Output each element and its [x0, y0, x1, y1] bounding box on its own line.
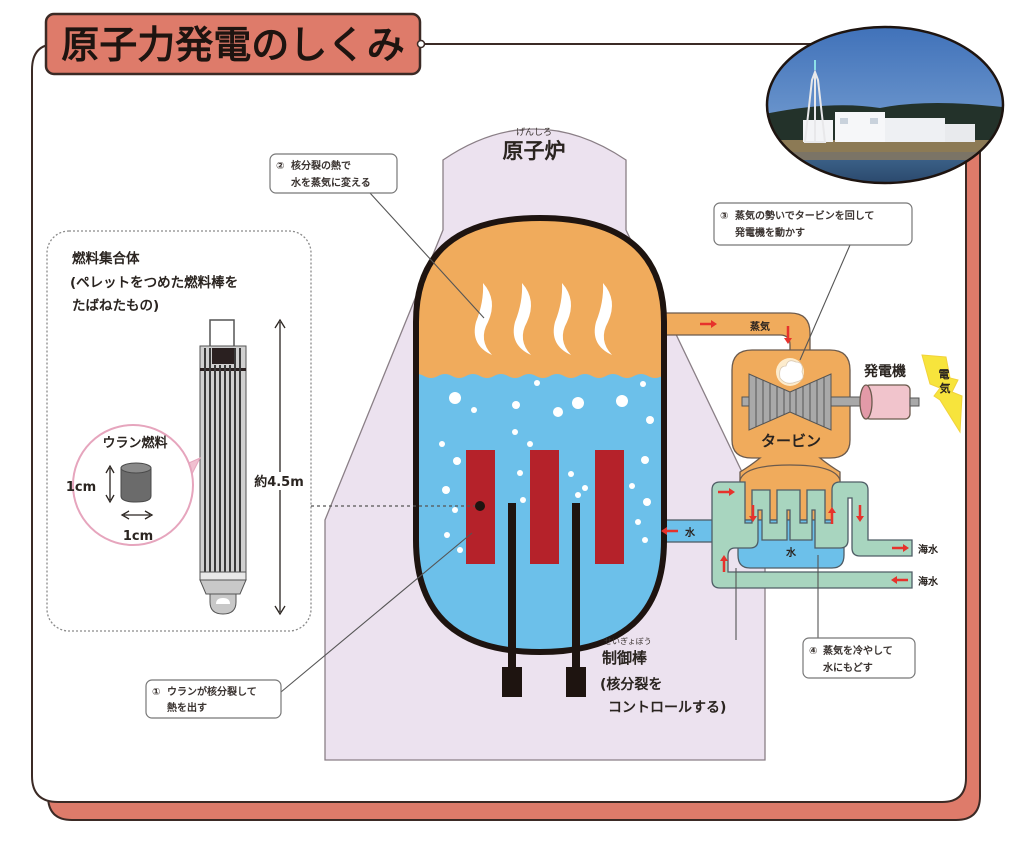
- callout-3-line-1: 蒸気の勢いでタービンを回して: [735, 209, 874, 222]
- control-rods-label-group: せいぎょぼう 制御棒 (核分裂を コントロールする): [600, 636, 726, 716]
- uranium-fuel-title: ウラン燃料: [102, 435, 167, 451]
- length-dimension: [274, 318, 286, 616]
- turbine-label: タービン: [761, 432, 821, 450]
- photo-frame: [765, 25, 1005, 185]
- steam-wisp-icon: [594, 283, 612, 355]
- callout-4-line-1: 蒸気を冷やして: [823, 644, 893, 657]
- arrow-right-icon: [718, 488, 735, 496]
- seawater-in-label: 海水: [918, 575, 939, 588]
- generator-label: 発電機: [863, 363, 906, 380]
- fuel-assembly-subtitle-line-2: たばねたもの): [72, 298, 159, 314]
- callout-leaders: [280, 192, 851, 693]
- water-bubbles: [439, 380, 654, 553]
- callout-1: ① ウランが核分裂して 熱を出す: [145, 679, 282, 719]
- steam-wisp-icon: [513, 283, 531, 355]
- arrow-left-icon: [661, 527, 678, 535]
- arrow-up-icon: [828, 507, 836, 524]
- callout-4-number: ④: [809, 646, 817, 657]
- uranium-fuel-height: 1cm: [66, 480, 96, 495]
- title-banner: 原子力発電のしくみ: [44, 12, 426, 76]
- callout-3: ③ 蒸気の勢いでタービンを回して 発電機を動かす: [713, 202, 913, 246]
- arrow-right-icon: [700, 320, 717, 328]
- pressure-vessel: [413, 214, 667, 656]
- electricity-label-char-2: 気: [940, 381, 951, 395]
- fuel-rod: [530, 450, 559, 564]
- callout-4: ④ 蒸気を冷やして 水にもどす: [802, 637, 916, 679]
- arrow-right-icon: [892, 544, 909, 552]
- generator: [859, 384, 920, 420]
- callout-4-line-2: 水にもどす: [822, 661, 873, 674]
- callout-2-line-1: 核分裂の熱で: [291, 159, 351, 172]
- lightning-icon: [921, 354, 963, 434]
- seawater-loop: [711, 481, 913, 589]
- control-rod-base: [566, 667, 586, 697]
- arrow-down-icon: [856, 505, 864, 522]
- reactor-label-group: げんしろ 原子炉: [503, 127, 566, 163]
- electricity-bolt: 電 気: [921, 354, 963, 434]
- fuel-rod: [595, 450, 624, 564]
- electricity-label-char-1: 電: [939, 368, 950, 381]
- control-rod-base: [502, 667, 522, 697]
- control-rod: [572, 503, 580, 667]
- steam-flow-label: 蒸気: [750, 320, 770, 333]
- control-rods: [502, 503, 586, 697]
- turbine-blades: [748, 373, 832, 431]
- water-return-label: 水: [684, 526, 696, 539]
- uranium-fuel-width: 1cm: [123, 529, 153, 544]
- callout-2-line-2: 水を蒸気に変える: [290, 176, 371, 189]
- page-title: 原子力発電のしくみ: [61, 23, 405, 67]
- reactor-label: 原子炉: [503, 139, 566, 163]
- steam-wisps: [474, 283, 612, 355]
- callout-2: ② 核分裂の熱で 水を蒸気に変える: [269, 153, 398, 194]
- fuel-assembly-subtitle-line-1: (ペレットをつめた燃料棒を: [70, 274, 238, 291]
- fuel-assembly-panel: [46, 230, 312, 632]
- title-connector-dot: [416, 39, 426, 49]
- callout-3-line-2: 発電機を動かす: [734, 226, 805, 239]
- steam-burst-icon: [776, 358, 804, 386]
- callout-1-number: ①: [152, 687, 160, 698]
- steam-wisp-icon: [553, 283, 571, 355]
- control-rods-ruby: せいぎょぼう: [604, 636, 652, 646]
- arrow-up-icon: [720, 555, 728, 572]
- uranium-fuel-magnifier: ウラン燃料 1cm 1cm: [66, 424, 202, 546]
- callout-1-line-2: 熱を出す: [167, 701, 207, 714]
- arrow-down-icon: [749, 505, 757, 522]
- fuel-rods: [466, 450, 624, 564]
- fuel-rod-marker: [475, 501, 485, 511]
- control-rods-note-line-1: (核分裂を: [600, 676, 662, 693]
- vessel-outline: [413, 214, 667, 656]
- control-rods-label: 制御棒: [602, 649, 648, 667]
- flow-arrows: [661, 320, 909, 584]
- control-rod: [508, 503, 516, 667]
- arrow-down-icon: [784, 326, 792, 344]
- arrow-left-icon: [891, 576, 908, 584]
- fuel-assembly-title: 燃料集合体: [72, 250, 140, 267]
- fuel-assembly-drawing: [199, 319, 247, 615]
- steam-wisp-icon: [474, 283, 492, 355]
- seawater-out-label: 海水: [918, 543, 939, 556]
- fuel-assembly-length: 約4.5m: [254, 474, 304, 490]
- callout-2-number: ②: [276, 161, 284, 172]
- callout-1-line-1: ウランが核分裂して: [167, 685, 257, 698]
- control-rods-note-line-2: コントロールする): [608, 700, 726, 716]
- reactor-ruby: げんしろ: [516, 127, 552, 138]
- condenser-water-label: 水: [785, 546, 797, 559]
- callout-3-number: ③: [720, 211, 728, 222]
